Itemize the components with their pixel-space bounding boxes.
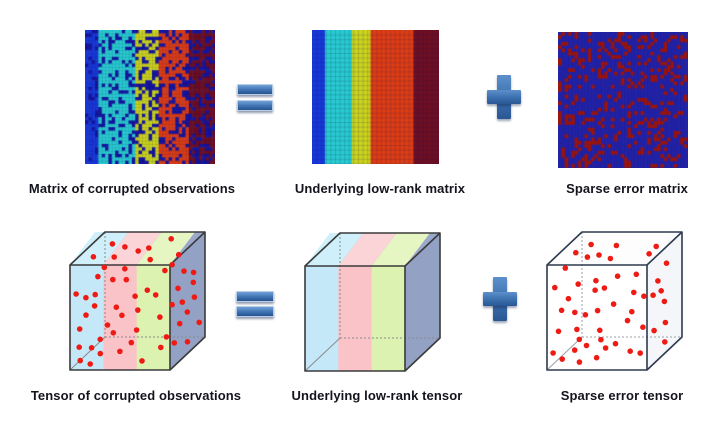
caption-corrupted-tensor: Tensor of corrupted observations	[30, 388, 242, 403]
corrupted-tensor-image	[69, 231, 206, 371]
equals-bottom-bar	[237, 100, 273, 111]
plus-horizontal-bar	[483, 292, 517, 306]
equals-top-bar	[237, 84, 273, 95]
equals-top-bar	[236, 291, 274, 302]
sparse-matrix-image	[558, 32, 688, 168]
caption-sparse-matrix: Sparse error matrix	[566, 181, 688, 196]
plus-icon	[487, 75, 521, 119]
lowrank-matrix-image	[312, 30, 439, 164]
plus-horizontal-bar	[487, 90, 521, 104]
caption-sparse-tensor: Sparse error tensor	[560, 388, 684, 403]
caption-lowrank-tensor: Underlying low-rank tensor	[291, 388, 463, 403]
lowrank-tensor-image	[304, 232, 441, 372]
equals-icon	[236, 291, 274, 317]
equals-icon	[237, 84, 273, 111]
corrupted-matrix-image	[85, 30, 215, 164]
caption-lowrank-matrix: Underlying low-rank matrix	[294, 181, 466, 196]
sparse-tensor-image	[546, 231, 683, 371]
caption-corrupted-matrix: Matrix of corrupted observations	[28, 181, 236, 196]
plus-icon	[483, 277, 517, 321]
equals-bottom-bar	[236, 306, 274, 317]
